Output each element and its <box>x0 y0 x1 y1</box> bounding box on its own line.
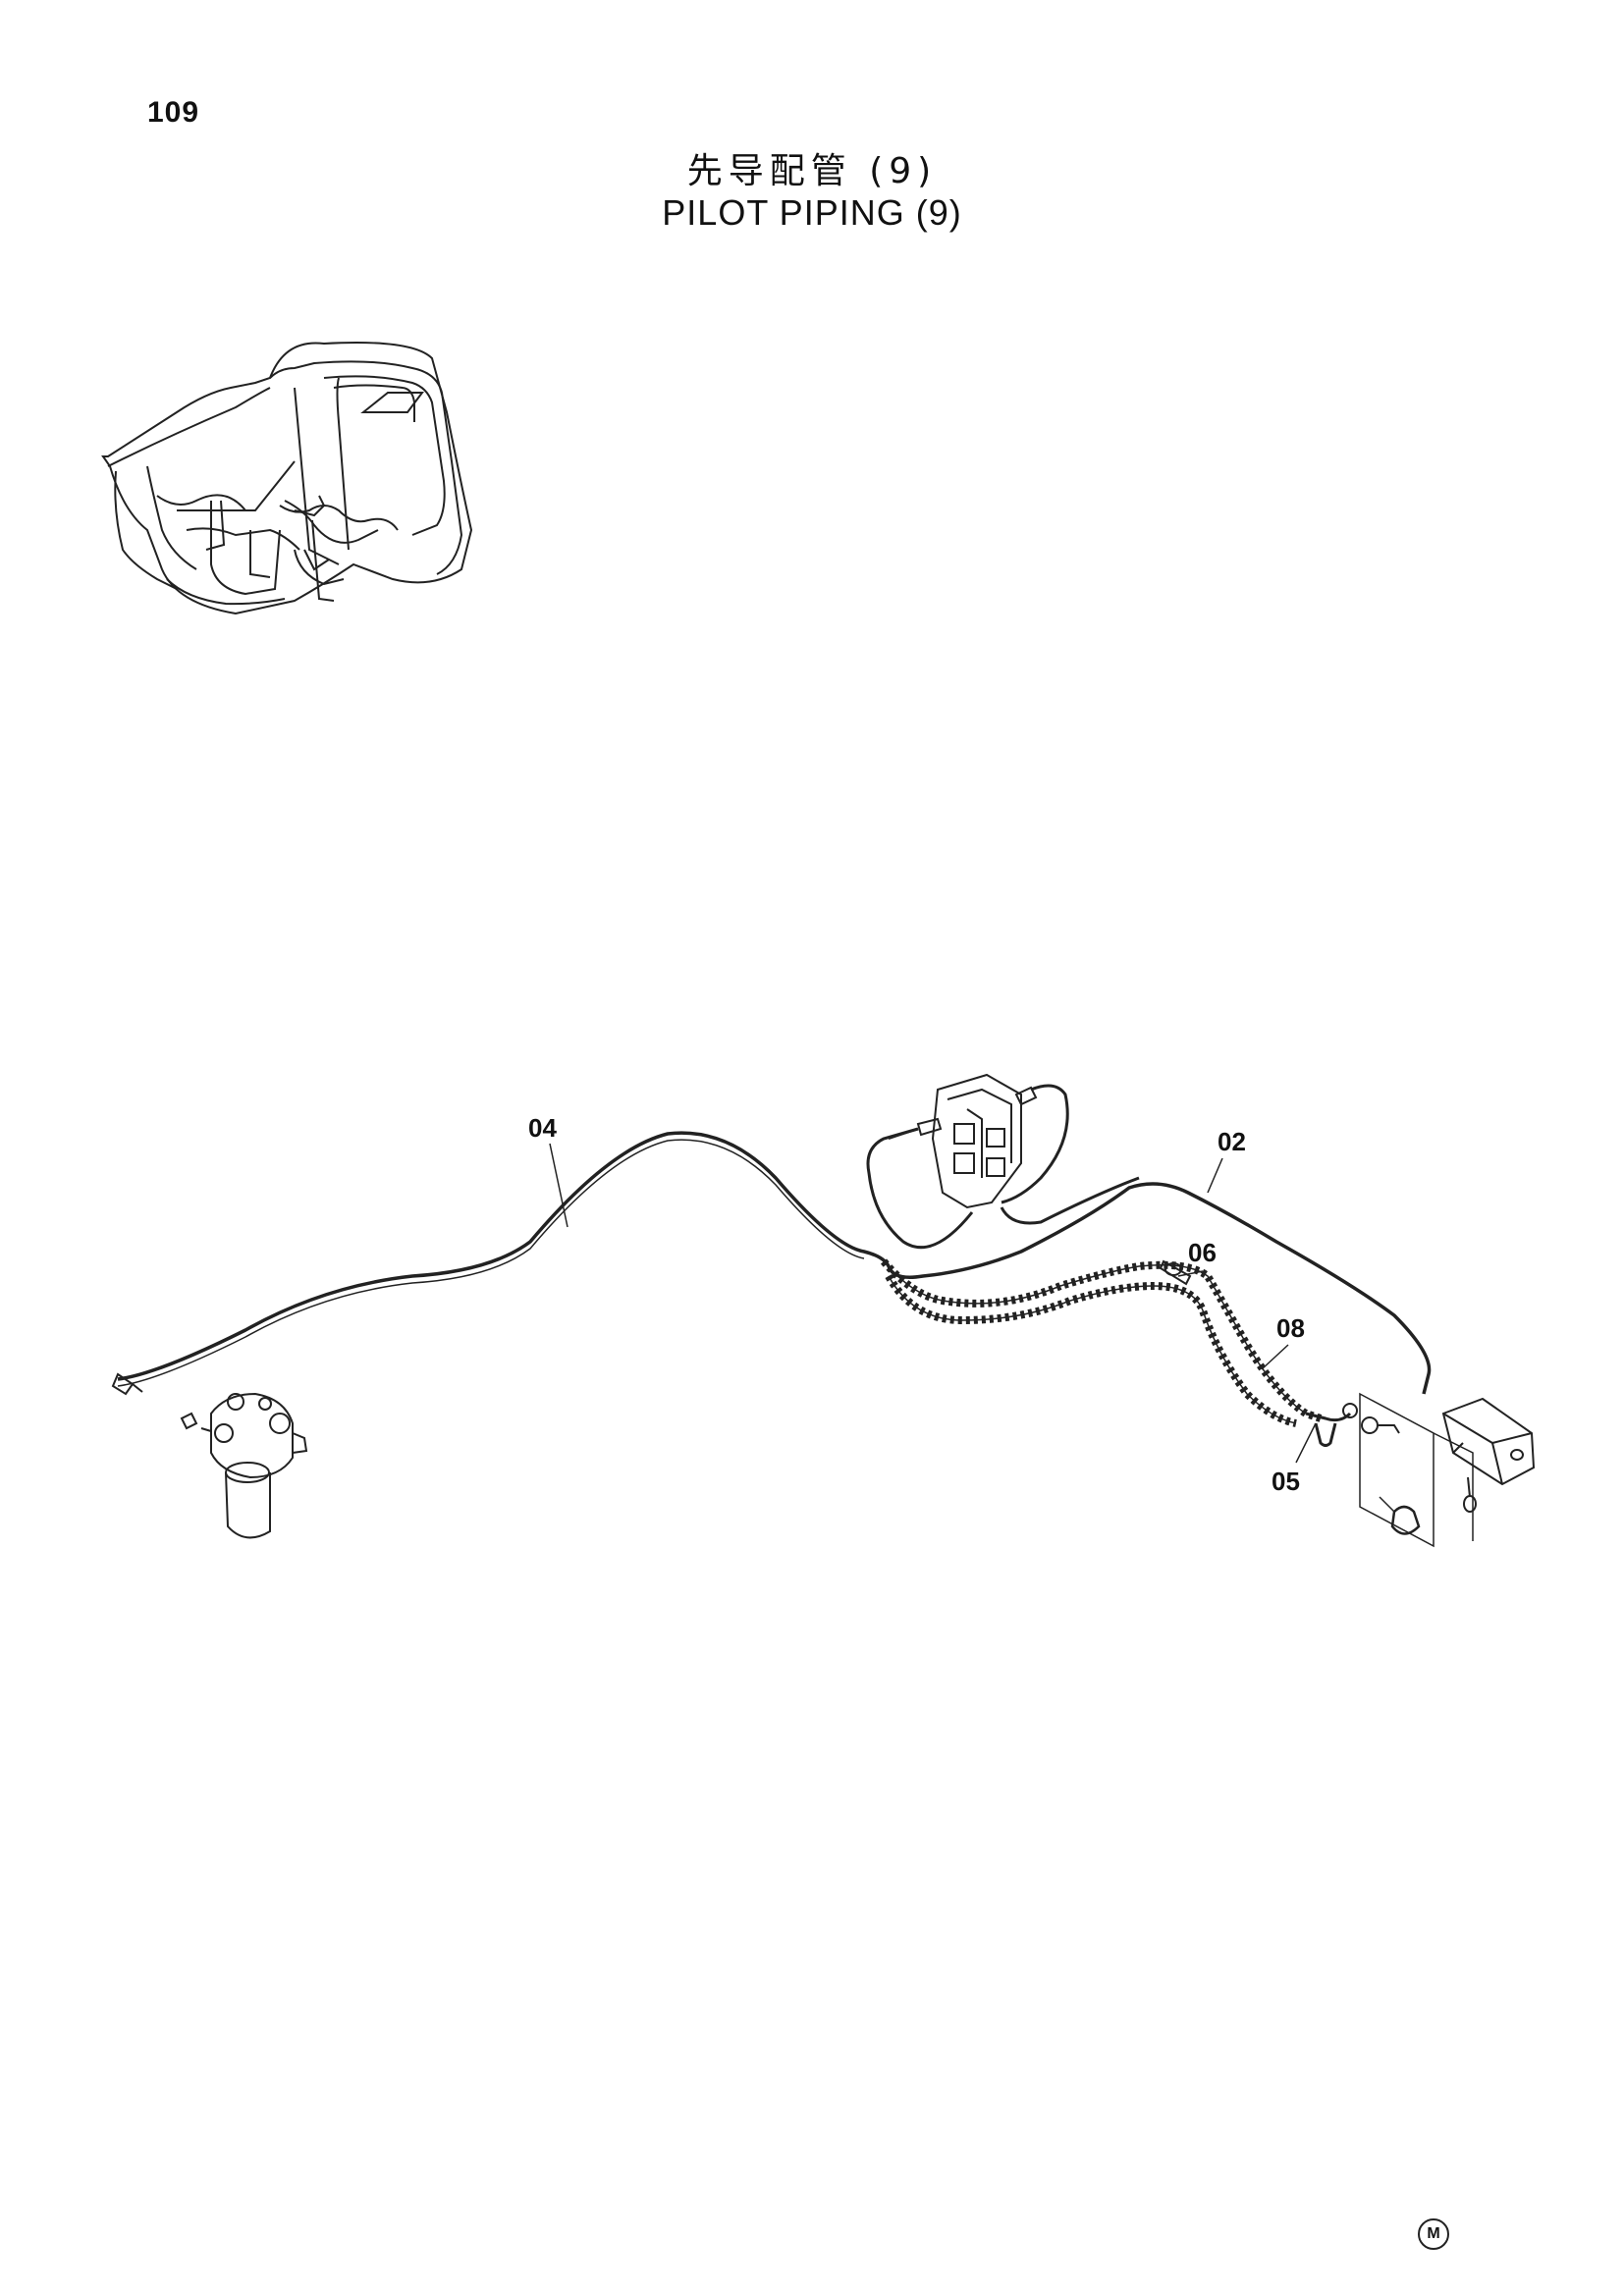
location-inset-illustration <box>101 342 473 615</box>
fittings-and-pipe-05 <box>1159 1259 1400 1447</box>
pressure-switch-block <box>1441 1397 1536 1513</box>
pipes-06-08-wrapped-hoses <box>880 1258 1323 1427</box>
manufacturer-mark-icon: M <box>1418 2218 1449 2250</box>
callout-label-02: 02 <box>1218 1127 1246 1156</box>
callout-label-06: 06 <box>1188 1238 1217 1267</box>
callout-label-04: 04 <box>528 1113 557 1143</box>
mounting-bracket <box>1359 1392 1474 1548</box>
callout-label-05: 05 <box>1272 1467 1300 1496</box>
pipe-04 <box>117 1131 1432 1395</box>
callout-leader-lines <box>549 1143 1317 1464</box>
callout-label-08: 08 <box>1276 1313 1305 1343</box>
page-number: 109 <box>147 96 200 129</box>
pilot-pipe-loops <box>866 1084 1069 1250</box>
pipe-02 <box>1000 1176 1140 1225</box>
page-title-chinese: 先导配管 (9) <box>686 151 938 191</box>
page-title-english: PILOT PIPING (9) <box>662 192 962 233</box>
pilot-filter-assembly <box>111 1372 308 1539</box>
pilot-valve-assembly <box>916 1073 1038 1209</box>
